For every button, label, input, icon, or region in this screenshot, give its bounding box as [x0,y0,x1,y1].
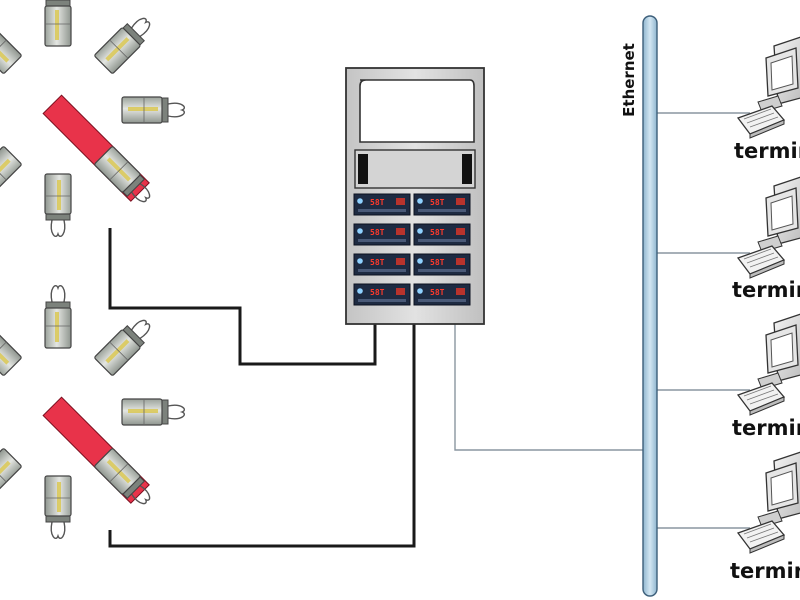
sensor-probe [93,447,158,512]
sensor-probe [93,10,158,75]
sensor-cluster-lower [0,284,186,540]
rack-display-module [413,223,471,246]
sensor-probe [93,145,158,210]
sensor-probe [0,10,23,75]
rack-handle-left [358,154,368,184]
sensor-probe [0,447,23,512]
rack-screen [359,79,475,143]
sensor-probe [44,173,72,238]
computer-icon [737,175,800,279]
terminal-label: terminal [734,139,800,163]
terminal-1: terminal [734,35,800,163]
sensor-probe [44,475,72,540]
sensor-probe [93,312,158,377]
sensor-probe [44,0,72,47]
rack-display-module [413,193,471,216]
computer-icon [737,35,800,139]
ethernet-label: Ethernet [620,43,638,117]
terminal-4: terminal [730,450,800,583]
sensor-cluster-upper [0,0,186,238]
terminal-3: terminal [732,312,800,440]
computer-icon [737,450,800,554]
rack-handle-right [462,154,472,184]
terminal-label: terminal [730,559,800,583]
sensor-probe [0,145,23,210]
rack-display-module [353,253,411,276]
sensor-probe [44,284,72,349]
rack-ethernet-cable [454,322,650,451]
terminal-label: terminal [732,278,800,302]
sensor-cable-upper [108,228,377,366]
sensor-probe [121,96,186,124]
rack-display-module [353,193,411,216]
rack-display-module [353,283,411,306]
sensor-probe [0,312,23,377]
control-rack [345,67,485,325]
terminal-2: terminal [732,175,800,302]
terminal-label: terminal [732,416,800,440]
rack-display-module [413,253,471,276]
rack-handle-panel [354,149,476,189]
rack-display-module [413,283,471,306]
rack-display-module [353,223,411,246]
sensor-cable-lower [108,322,416,548]
computer-icon [737,312,800,416]
sensor-probe [121,398,186,426]
ethernet-bus [642,15,658,597]
